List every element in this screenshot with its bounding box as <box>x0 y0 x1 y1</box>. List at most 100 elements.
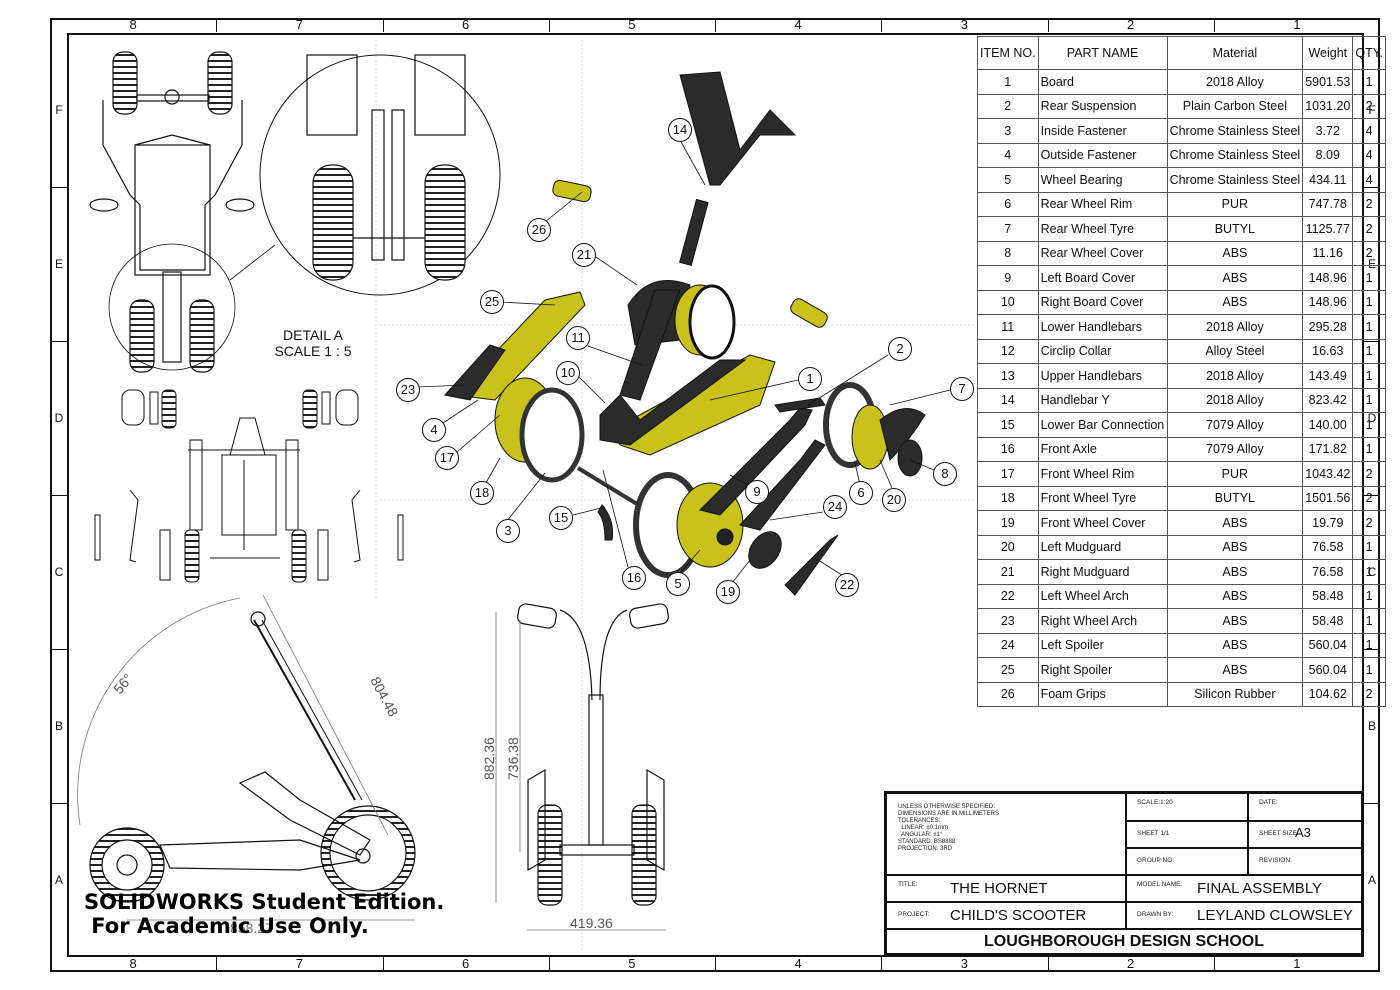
zone-row-F: F <box>55 103 63 117</box>
part-name-cell: Rear Wheel Rim <box>1037 191 1168 217</box>
quantity-cell: 1 <box>1352 632 1386 658</box>
weight-cell: 171.82 <box>1302 436 1354 462</box>
drawing-notes: UNLESS OTHERWISE SPECIFIED:DIMENSIONS AR… <box>898 804 999 853</box>
handle-height-dimension: 736.38 <box>505 737 521 780</box>
weight-cell: 5901.53 <box>1302 69 1354 95</box>
zone-column-5: 5 <box>628 956 636 971</box>
zone-divider <box>382 18 384 32</box>
angle-dimension: 56° <box>110 670 136 697</box>
sheet-label: SHEET 1/1 <box>1137 830 1170 837</box>
sheet-size-label: SHEET SIZE: <box>1259 830 1299 837</box>
material-cell: BUTYL <box>1166 485 1304 511</box>
material-cell: 7079 Alloy <box>1166 436 1304 462</box>
balloon-20[interactable]: 20 <box>882 488 906 512</box>
side-view-dimensions <box>77 594 415 921</box>
material-cell: ABS <box>1166 510 1304 536</box>
weight-cell: 1031.20 <box>1302 93 1354 119</box>
zone-divider <box>216 18 218 32</box>
balloon-26[interactable]: 26 <box>527 218 551 242</box>
balloon-14[interactable]: 14 <box>668 118 692 142</box>
balloon-15[interactable]: 15 <box>549 506 573 530</box>
overall-height-dimension: 882.36 <box>481 737 497 780</box>
weight-cell: 1501.56 <box>1302 485 1354 511</box>
balloon-24[interactable]: 24 <box>823 495 847 519</box>
zone-column-3: 3 <box>960 17 968 32</box>
weight-cell: 560.04 <box>1302 632 1354 658</box>
project-label: PROJECT: <box>898 911 930 918</box>
zone-divider <box>1213 957 1215 971</box>
item-no-cell: 2 <box>977 93 1039 119</box>
part-name-cell: Left Board Cover <box>1037 265 1168 291</box>
header-qty: QTY. <box>1352 36 1386 70</box>
zone-column-2: 2 <box>1127 17 1135 32</box>
zone-column-8: 8 <box>129 956 137 971</box>
material-cell: ABS <box>1166 289 1304 315</box>
weight-cell: 747.78 <box>1302 191 1354 217</box>
detail-a-view <box>259 54 501 296</box>
quantity-cell: 1 <box>1352 412 1386 438</box>
zone-divider <box>1364 803 1380 804</box>
balloon-3[interactable]: 3 <box>496 519 520 543</box>
weight-cell: 16.63 <box>1302 338 1354 364</box>
title-label: TITLE: <box>898 881 918 888</box>
balloon-5[interactable]: 5 <box>666 572 690 596</box>
front-view-dimensions <box>495 612 666 931</box>
weight-cell: 295.28 <box>1302 314 1354 340</box>
part-name-cell: Front Wheel Cover <box>1037 510 1168 536</box>
balloon-4[interactable]: 4 <box>422 418 446 442</box>
balloon-9[interactable]: 9 <box>745 480 769 504</box>
quantity-cell: 1 <box>1352 559 1386 585</box>
material-cell: PUR <box>1166 191 1304 217</box>
sheet-size-cell: SHEET SIZE: A3 <box>1248 821 1362 848</box>
balloon-25[interactable]: 25 <box>480 290 504 314</box>
balloon-7[interactable]: 7 <box>950 377 974 401</box>
item-no-cell: 16 <box>977 436 1039 462</box>
quantity-cell: 1 <box>1352 387 1386 413</box>
balloon-17[interactable]: 17 <box>435 446 459 470</box>
balloon-23[interactable]: 23 <box>396 378 420 402</box>
balloon-19[interactable]: 19 <box>716 580 740 604</box>
part-name-cell: Board <box>1037 69 1168 95</box>
zone-column-7: 7 <box>295 956 303 971</box>
balloon-16[interactable]: 16 <box>622 566 646 590</box>
balloon-leaders <box>417 139 951 584</box>
quantity-cell: 1 <box>1352 289 1386 315</box>
balloon-6[interactable]: 6 <box>849 481 873 505</box>
balloon-22[interactable]: 22 <box>835 573 859 597</box>
item-no-cell: 25 <box>977 657 1039 683</box>
balloon-18[interactable]: 18 <box>470 481 494 505</box>
balloon-11[interactable]: 11 <box>566 326 590 350</box>
notes-cell: UNLESS OTHERWISE SPECIFIED:DIMENSIONS AR… <box>886 793 1126 875</box>
balloon-2[interactable]: 2 <box>888 337 912 361</box>
balloon-10[interactable]: 10 <box>556 361 580 385</box>
material-cell: ABS <box>1166 583 1304 609</box>
zone-column-1: 1 <box>1293 17 1301 32</box>
note-line: STANDARD: BS8888 <box>898 839 956 845</box>
quantity-cell: 1 <box>1352 534 1386 560</box>
balloon-1[interactable]: 1 <box>798 367 822 391</box>
part-name-cell: Foam Grips <box>1037 681 1168 707</box>
top-view <box>89 51 276 373</box>
balloon-21[interactable]: 21 <box>572 243 596 267</box>
quantity-cell: 2 <box>1352 240 1386 266</box>
quantity-cell: 2 <box>1352 510 1386 536</box>
watermark-line-1: SOLIDWORKS Student Edition. <box>84 890 445 914</box>
balloon-8[interactable]: 8 <box>933 462 957 486</box>
weight-cell: 11.16 <box>1302 240 1354 266</box>
zone-divider <box>1213 18 1215 32</box>
quantity-cell: 2 <box>1352 485 1386 511</box>
zone-row-D: D <box>54 411 64 425</box>
item-no-cell: 13 <box>977 363 1039 389</box>
weight-cell: 76.58 <box>1302 534 1354 560</box>
date-cell: DATE: <box>1248 793 1362 821</box>
